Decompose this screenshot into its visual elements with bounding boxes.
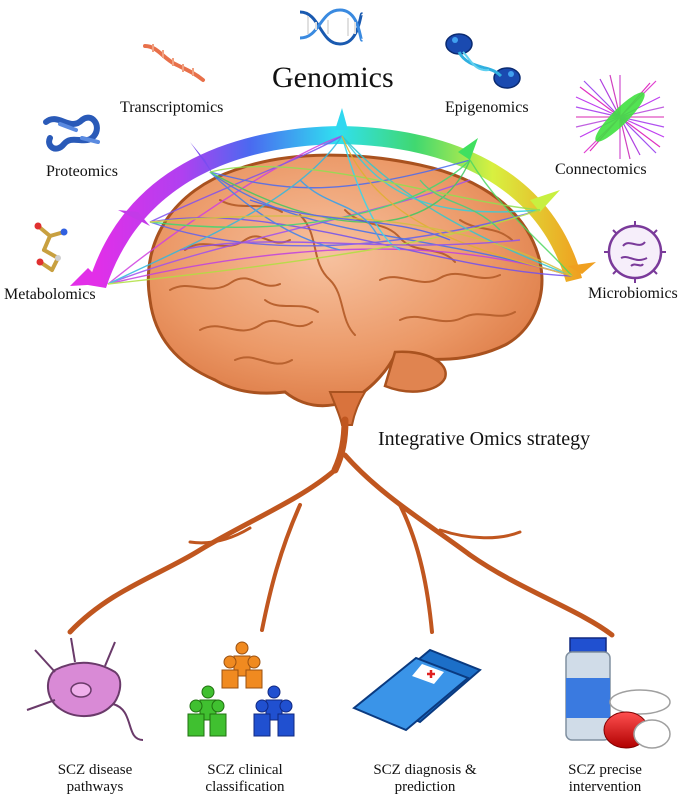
epigenomics-label: Epigenomics (445, 99, 529, 116)
people-group-icon (187, 641, 295, 737)
medical-report-icon (352, 648, 482, 732)
microbe-icon (604, 221, 666, 283)
metabolite-icon (34, 222, 68, 272)
brain-stem (328, 391, 367, 426)
outcome-line: SCZ diagnosis & (373, 762, 477, 778)
metabolomics-label: Metabolomics (4, 286, 96, 303)
protein-icon (43, 114, 100, 152)
brain-illustration (146, 153, 544, 426)
outcome-line: pathways (66, 779, 124, 795)
pill-icon (603, 689, 671, 749)
omics-network (107, 135, 573, 285)
dna-icon (299, 8, 364, 46)
transcriptomics-label: Transcriptomics (120, 99, 224, 116)
arc-spikes (70, 108, 596, 286)
outcome-line: classification (205, 779, 285, 795)
outcome-line: SCZ precise (568, 762, 642, 778)
outcome-disease-pathways: SCZ disease pathways (20, 762, 170, 796)
proteomics-label: Proteomics (46, 163, 118, 180)
outcome-line: intervention (568, 779, 642, 795)
outcome-clinical-classification: SCZ clinical classification (170, 762, 320, 796)
strategy-label: Integrative Omics strategy (378, 428, 591, 450)
neuron-icon (26, 637, 144, 741)
rainbow-arc (88, 126, 582, 288)
outcome-line: prediction (394, 779, 456, 795)
medicine-bottle-icon (565, 637, 611, 741)
genomics-title: Genomics (272, 61, 394, 94)
brain-folds (169, 199, 516, 365)
microbiomics-label: Microbiomics (588, 285, 678, 302)
chromatin-icon (445, 33, 521, 89)
omics-arc (70, 108, 596, 288)
connectome-icon (575, 74, 665, 160)
outcome-line: SCZ disease (57, 762, 133, 778)
rna-icon (143, 44, 205, 82)
connectomics-label: Connectomics (555, 161, 647, 178)
cerebellum (383, 350, 447, 393)
outcome-precise-intervention: SCZ precise intervention (530, 762, 680, 796)
brain-body (146, 153, 544, 408)
outcome-line: SCZ clinical (207, 762, 283, 778)
strategy-tree (67, 416, 615, 638)
outcome-diagnosis-prediction: SCZ diagnosis & prediction (345, 762, 505, 796)
